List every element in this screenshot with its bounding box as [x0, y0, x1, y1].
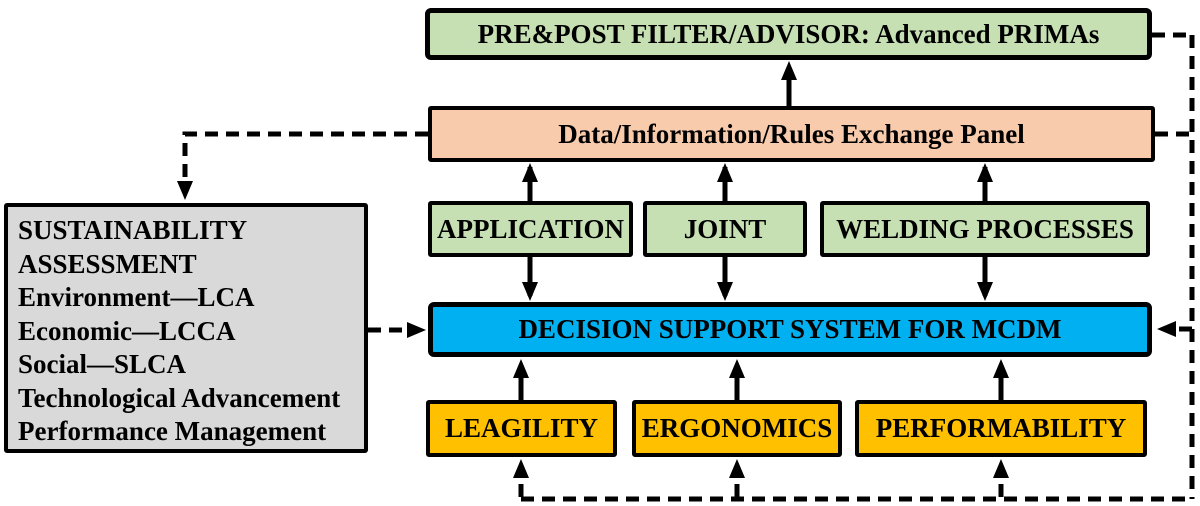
arrowhead-down-sustainability	[177, 181, 193, 200]
application-box: APPLICATION	[428, 201, 633, 257]
sustainability-line-4: Economic—LCCA	[18, 315, 236, 346]
arrowhead-up-panel-app	[522, 163, 538, 182]
sustainability-line-1: SUSTAINABILITY	[18, 215, 248, 245]
arrowhead-up-dss-leagility	[513, 359, 529, 378]
leagility-box: LEAGILITY	[426, 400, 617, 457]
arrowhead-up-prepost	[781, 61, 797, 80]
sustainability-assessment-box: SUSTAINABILITY ASSESSMENT Environment—LC…	[4, 203, 368, 453]
sustainability-line-5: Social—SLCA	[18, 349, 187, 379]
arrowhead-up-dss-ergonomics	[729, 359, 745, 378]
ergonomics-box: ERGONOMICS	[632, 400, 842, 457]
arrowhead-down-dss-joint	[717, 282, 733, 301]
dashed-panel-to-sustainability	[182, 131, 428, 184]
sustainability-line-6: Technological Advancement	[18, 382, 341, 413]
arrowhead-up-rail-leagility	[513, 459, 529, 478]
arrowhead-up-rail-performability	[993, 459, 1009, 478]
data-exchange-panel-box: Data/Information/Rules Exchange Panel	[428, 106, 1155, 162]
welding-processes-box: WELDING PROCESSES	[820, 201, 1150, 257]
arrowhead-right-dss	[407, 322, 426, 338]
joint-box: JOINT	[643, 201, 807, 257]
arrowhead-up-dss-performability	[993, 359, 1009, 378]
arrowhead-left-dss	[1157, 321, 1176, 337]
performability-box: PERFORMABILITY	[855, 400, 1147, 457]
arrowhead-up-rail-ergonomics	[729, 459, 745, 478]
prepost-filter-advisor-box: PRE&POST FILTER/ADVISOR: Advanced PRIMAs	[425, 8, 1152, 60]
sustainability-line-7: Performance Management	[18, 416, 327, 446]
arrowhead-down-dss-welding	[977, 282, 993, 301]
arrowhead-up-panel-welding	[977, 163, 993, 182]
arrowhead-down-dss-app	[522, 282, 538, 301]
sustainability-line-3: Environment—LCA	[18, 282, 255, 312]
decision-support-system-box: DECISION SUPPORT SYSTEM FOR MCDM	[428, 302, 1152, 357]
arrowhead-up-panel-joint	[717, 163, 733, 182]
sustainability-line-2: ASSESSMENT	[18, 248, 197, 279]
